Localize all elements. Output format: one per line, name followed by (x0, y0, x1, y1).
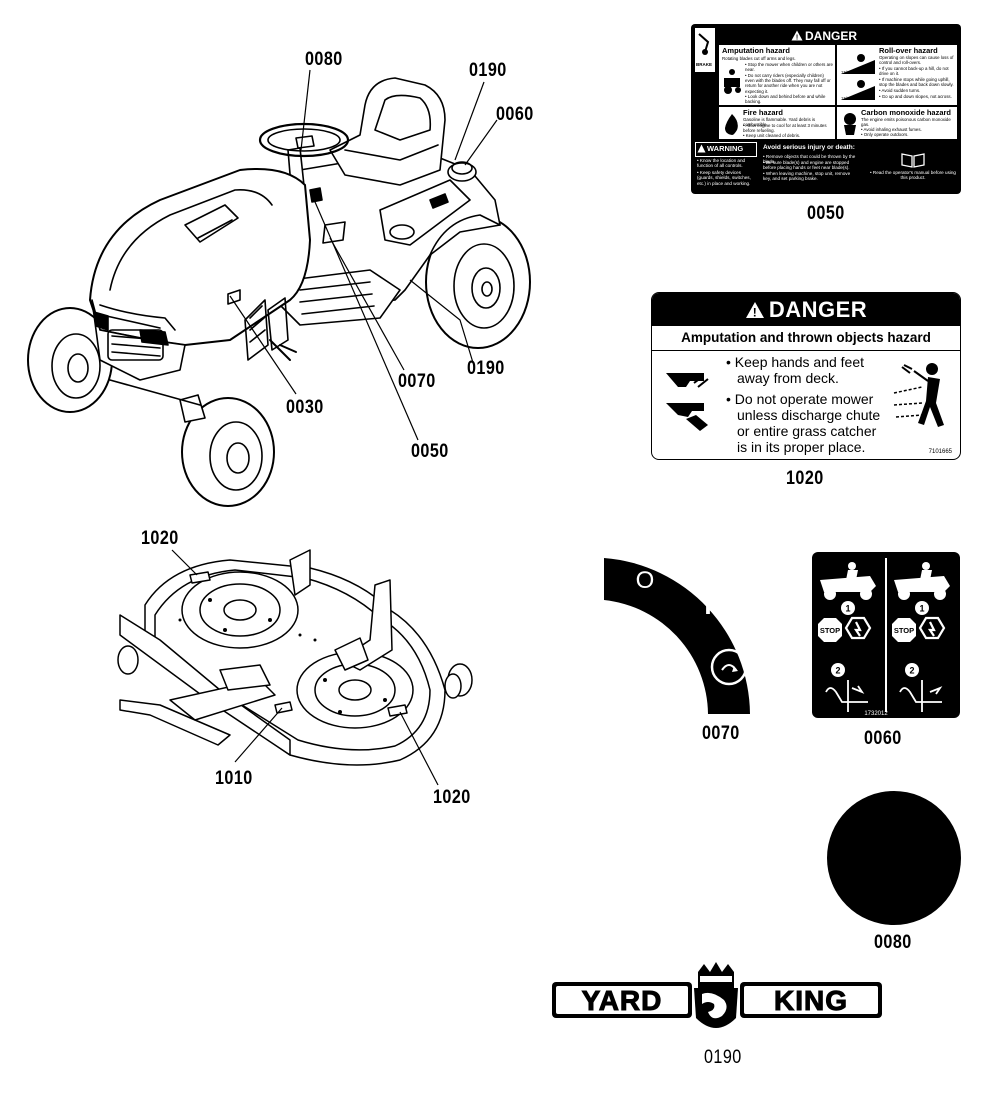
avoid-bullet-3: • When leaving machine, stop unit, remov… (763, 171, 851, 182)
avoid-title: Avoid serious injury or death: (763, 144, 855, 151)
hand-foot-hazard-icon (666, 373, 709, 431)
warning-triangle-icon: ! (791, 30, 803, 41)
co-bullet-1: • Avoid inhaling exhaust fumes. (861, 127, 922, 132)
manual-book-icon (901, 153, 925, 168)
flame-icon (725, 114, 738, 135)
svg-text:!: ! (753, 305, 758, 319)
stop-sign-icon (818, 618, 916, 642)
bullet-1-line-2: away from deck. (737, 370, 839, 386)
co-title: Carbon monoxide hazard (861, 108, 952, 117)
logo-word-yard: YARD (582, 985, 663, 1016)
danger-subheader: Amputation and thrown objects hazard (652, 326, 960, 351)
slope-max-2: 15° Max. (841, 96, 859, 101)
callout-1010: 1010 (215, 768, 253, 789)
step-1-right: 1 (919, 604, 924, 614)
avoid-bullet-2: • Be sure blade(s) and engine are stoppe… (763, 160, 850, 171)
callout-0050-mid: 0050 (411, 441, 449, 462)
stop-right: STOP (894, 626, 914, 635)
callout-1020-deck-top: 1020 (141, 528, 179, 549)
callout-0030: 0030 (286, 397, 324, 418)
bullet-2-line-4: is in its proper place. (737, 439, 866, 455)
co-text: The engine emits poisonous carbon monoxi… (861, 117, 951, 128)
stop-left: STOP (820, 626, 840, 635)
brake-pedal-icon (698, 33, 710, 55)
amputation-bullet-3: • Look down and behind before and while … (745, 94, 826, 105)
callout-0070-decal: 0070 (702, 723, 740, 744)
warn-bullet-1: • Know the location and function of all … (697, 158, 746, 169)
step-2-left: 2 (835, 666, 840, 676)
tractor-illustration (27, 69, 531, 507)
bullet-2-line-3: or entire grass catcher (737, 423, 877, 439)
callout-0050-decal: 0050 (807, 203, 845, 224)
callout-0190-decal: 0190 (704, 1047, 742, 1068)
decal-0080-steering-cap (827, 791, 961, 925)
bullet-2-line-2: unless discharge chute (737, 407, 881, 423)
bullet-1-line-1: • Keep hands and feet (726, 354, 865, 370)
decal-0050-header: DANGER (805, 29, 858, 43)
on-symbol: I (704, 590, 711, 620)
pto-icon (844, 616, 946, 640)
brake-label: BRAKE (696, 62, 713, 67)
amputation-title: Amputation hazard (722, 46, 790, 55)
fire-bullet-2: • Keep unit cleaned of debris. (743, 133, 801, 138)
warn-bullet-2: • Keep safety devices (guards, shields, … (697, 170, 751, 186)
callout-0060-top: 0060 (496, 104, 534, 125)
part-number: 7101665 (928, 449, 952, 455)
rollover-text: Operating on slopes can cause loss of co… (879, 55, 954, 66)
rollover-bullet-4: • Go up and down slopes, not across. (879, 94, 952, 99)
rollover-title: Roll-over hazard (879, 46, 938, 55)
callout-1020-decal: 1020 (786, 468, 824, 489)
warning-label: WARNING (707, 144, 744, 153)
step-2-right: 2 (909, 666, 914, 676)
callout-0190-mid: 0190 (467, 358, 505, 379)
danger-header: ! DANGER (652, 293, 960, 326)
rider-hazard-icon (724, 69, 741, 94)
warning-triangle-icon: ! (745, 301, 764, 319)
rollover-bullet-2: • If machine stops while going uphill, s… (879, 77, 954, 88)
callout-0070-mid: 0070 (398, 371, 436, 392)
crown-shield-icon (694, 962, 738, 1028)
thrown-objects-icon (893, 363, 944, 427)
avoid-bullet-1: • Remove objects that could be thrown by… (763, 154, 856, 165)
callout-0060-decal: 0060 (864, 728, 902, 749)
yard-king-logo: YARD KING (552, 962, 882, 1028)
callout-0080-decal: 0080 (874, 932, 912, 953)
bullet-2-line-1: • Do not operate mower (726, 391, 874, 407)
step-1-left: 1 (845, 604, 850, 614)
rollover-bullet-3: • Avoid sudden turns. (879, 88, 921, 93)
engine-start-icon (710, 648, 748, 686)
decal-0050-safety-label: BRAKE ! DANGER Amputation hazard Rotatin… (691, 24, 961, 194)
fire-text: Gasoline is flammable. Yard debris is co… (743, 117, 816, 128)
slope-max-1: 15° Max. (841, 70, 859, 75)
fumes-icon (844, 113, 856, 135)
decal-0060-start-label: 1 1 STOP STOP 2 2 1732012 (812, 552, 960, 718)
warning-small-icon (697, 144, 706, 153)
callout-0080-top: 0080 (305, 49, 343, 70)
part-number: 1732012 (864, 711, 888, 717)
svg-text:!: ! (796, 35, 798, 42)
amputation-text: Rotating blades cut off arms and legs. (722, 56, 796, 61)
callout-0190-top: 0190 (469, 60, 507, 81)
lever-icon (825, 680, 943, 712)
fire-bullet-1: • Allow engine to cool for at least 3 mi… (743, 123, 827, 134)
manual-text: • Read the operator's manual before usin… (870, 170, 956, 181)
rollover-bullet-1: • If you cannot back-up a hill, do not d… (879, 66, 949, 77)
logo-word-king: KING (774, 985, 848, 1016)
amputation-bullet-2: • Do not carry riders (especially childr… (745, 73, 831, 94)
decal-0070-ignition-label: O I (604, 558, 750, 714)
co-bullet-2: • Only operate outdoors. (861, 132, 909, 137)
danger-header-text: DANGER (768, 296, 868, 322)
amputation-bullet-1: • Stop the mower when children or others… (745, 62, 833, 73)
slope-icon (841, 54, 875, 100)
decal-1020-danger-label: ! DANGER Amputation and thrown objects h… (651, 292, 961, 460)
fire-title: Fire hazard (743, 108, 784, 117)
off-symbol: O (636, 567, 655, 594)
mower-deck-illustration (117, 549, 473, 786)
callout-1020-deck-bottom: 1020 (433, 787, 471, 808)
